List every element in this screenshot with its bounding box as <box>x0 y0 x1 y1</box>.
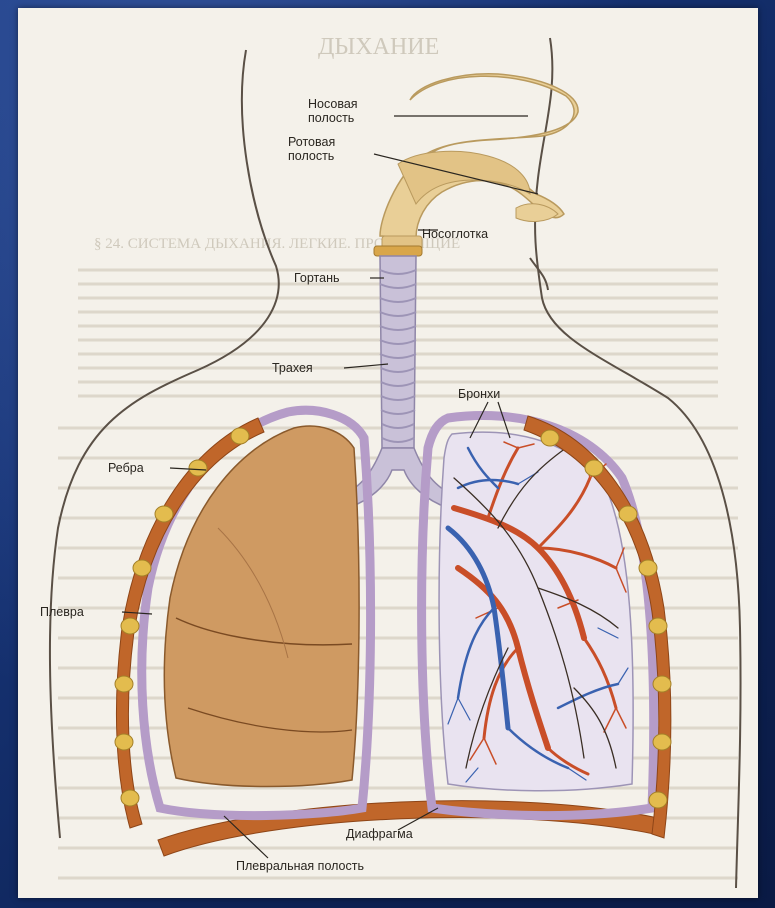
oral-cavity <box>398 151 530 204</box>
label-trachea: Трахея <box>272 361 313 375</box>
right-lung-group <box>422 416 654 816</box>
respiratory-system-diagram: ДЫХАНИЕ § 24. СИСТЕМА ДЫХАНИЯ. ЛЕГКИЕ. П… <box>18 8 758 898</box>
upper-airway <box>380 74 578 250</box>
left-lung-group <box>142 410 371 815</box>
trachea-tube <box>380 256 416 448</box>
label-larynx: Гортань <box>294 271 340 285</box>
label-bronchi: Бронхи <box>458 387 500 401</box>
larynx-ring <box>374 246 422 256</box>
faint-heading: ДЫХАНИЕ <box>318 34 439 60</box>
label-ribs: Ребра <box>108 461 144 475</box>
label-nasal-cavity-1: Носовая <box>308 97 358 111</box>
label-diaphragm: Диафрагма <box>346 827 413 841</box>
label-pleura: Плевра <box>40 605 84 619</box>
anatomy-diagram-plate: ДЫХАНИЕ § 24. СИСТЕМА ДЫХАНИЯ. ЛЕГКИЕ. П… <box>18 8 758 898</box>
label-oral-cavity-2: полость <box>288 149 334 163</box>
label-nasopharynx: Носоглотка <box>422 227 488 241</box>
label-pleural-cavity: Плевральная полость <box>236 859 364 873</box>
label-oral-cavity-1: Ротовая <box>288 135 335 149</box>
label-nasal-cavity-2: полость <box>308 111 354 125</box>
